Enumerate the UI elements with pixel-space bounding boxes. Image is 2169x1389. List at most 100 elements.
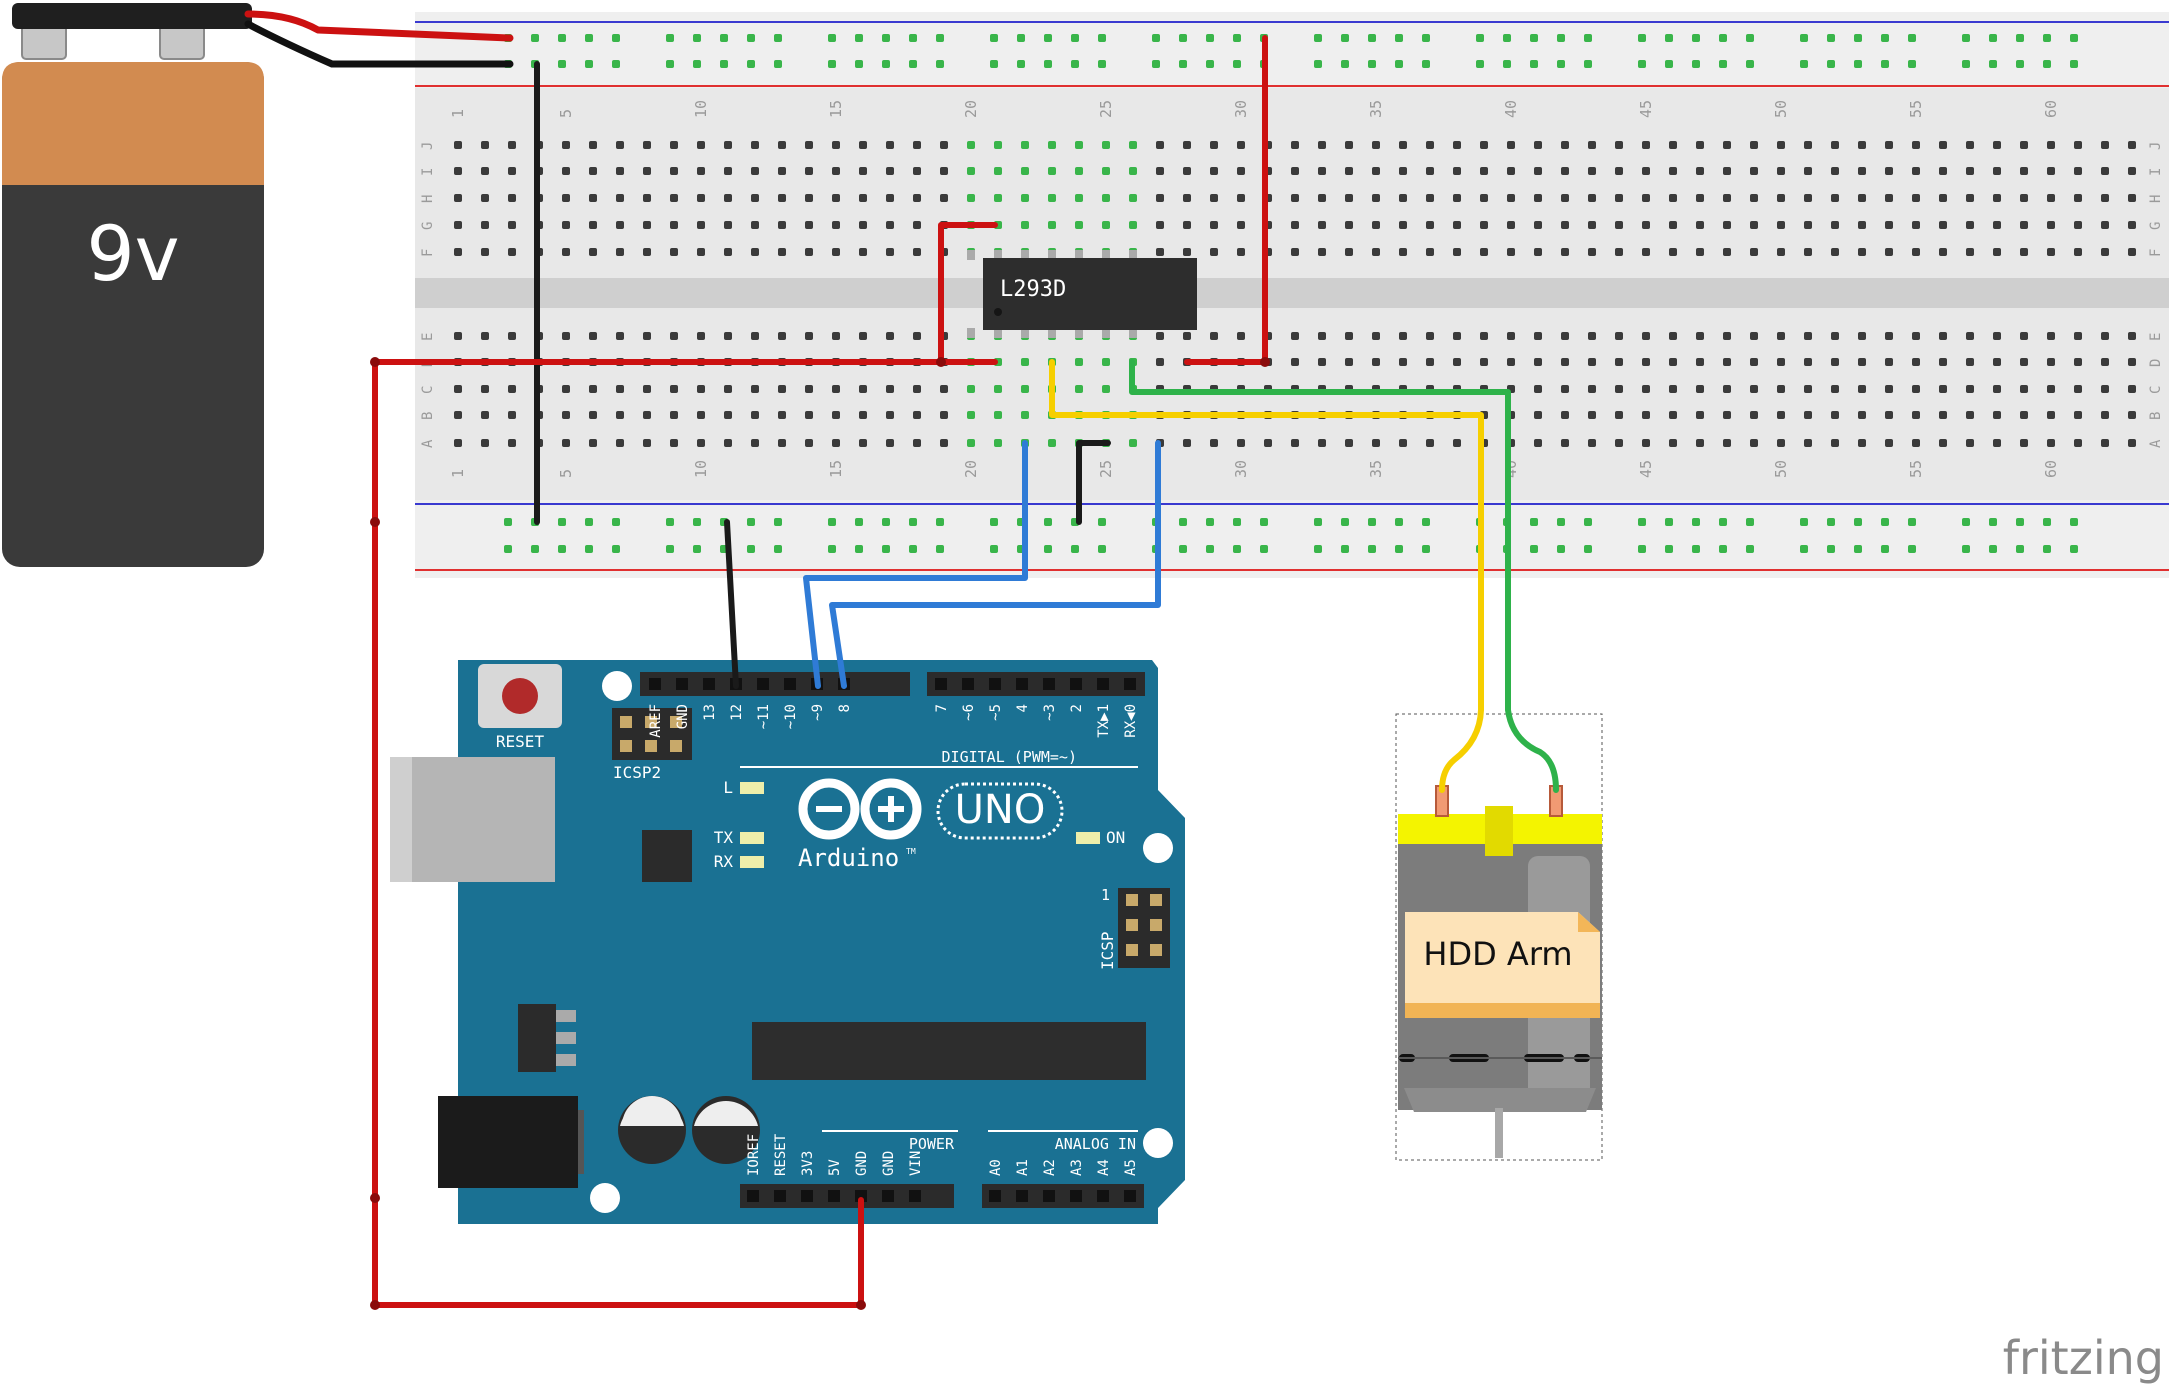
breadboard-hole [616, 332, 624, 340]
breadboard-hole [643, 194, 651, 202]
motor-bottom-cap [1404, 1088, 1596, 1112]
breadboard-hole [1237, 141, 1245, 149]
breadboard-hole [1912, 167, 1920, 175]
breadboard-hole [1831, 439, 1839, 447]
rail-hole [1557, 34, 1565, 42]
wire-red-5v-from-arduino [372, 359, 864, 1308]
breadboard-hole [1750, 332, 1758, 340]
led-indicators: L TX RX ON [714, 778, 1126, 871]
breadboard-row-letter: F [420, 249, 436, 257]
breadboard-hole [1831, 167, 1839, 175]
icsp-pin [1150, 944, 1162, 956]
breadboard-hole [454, 221, 462, 229]
breadboard-hole [1426, 141, 1434, 149]
breadboard-column-numbers: 1155101015152020252530303535404045455050… [449, 100, 2060, 478]
breadboard-column-number: 55 [1907, 460, 1925, 478]
breadboard-hole [697, 194, 705, 202]
rail-hole [1746, 545, 1754, 553]
breadboard-hole [1723, 221, 1731, 229]
rail-hole [1530, 545, 1538, 553]
breadboard-hole [508, 167, 516, 175]
breadboard-hole [724, 439, 732, 447]
rail-hole [1665, 518, 1673, 526]
rail-hole [1395, 60, 1403, 68]
breadboard-hole [589, 194, 597, 202]
breadboard-hole [1750, 221, 1758, 229]
breadboard-hole [1777, 141, 1785, 149]
breadboard-hole [1075, 385, 1083, 393]
breadboard-row-letter: C [420, 386, 436, 394]
icsp-pin [1126, 919, 1138, 931]
rail-hole [612, 518, 620, 526]
breadboard-hole [1129, 439, 1137, 447]
breadboard-hole [643, 167, 651, 175]
rail-hole [693, 518, 701, 526]
breadboard-hole [1723, 332, 1731, 340]
breadboard-hole [1993, 167, 2001, 175]
digital-left-socket [703, 678, 715, 690]
breadboard-hole [2128, 221, 2136, 229]
breadboard-hole [1858, 167, 1866, 175]
bottom-power-rail [415, 500, 2169, 578]
breadboard-hole [643, 411, 651, 419]
power-socket [747, 1190, 759, 1202]
breadboard-hole [2128, 141, 2136, 149]
digital-label: DIGITAL (PWM=~) [942, 748, 1077, 766]
digital-right-socket [989, 678, 1001, 690]
breadboard-column-number: 60 [2042, 100, 2060, 118]
breadboard-hole [1723, 167, 1731, 175]
breadboard-hole [2074, 194, 2082, 202]
breadboard-hole [967, 385, 975, 393]
analog-pin-label: A4 [1096, 1159, 1112, 1176]
breadboard-hole [1156, 221, 1164, 229]
rail-hole [1962, 545, 1970, 553]
breadboard-hole [940, 385, 948, 393]
breadboard-hole [2020, 385, 2028, 393]
rail-hole [774, 518, 782, 526]
rail-hole [747, 545, 755, 553]
breadboard-hole [1831, 221, 1839, 229]
breadboard-hole [1561, 167, 1569, 175]
breadboard-hole [1480, 332, 1488, 340]
breadboard-hole [1750, 141, 1758, 149]
rail-hole [2016, 545, 2024, 553]
rail-hole [1044, 60, 1052, 68]
breadboard-hole [1993, 221, 2001, 229]
rail-hole [1422, 545, 1430, 553]
breadboard-row-letter: J [2148, 142, 2164, 150]
breadboard-hole [1750, 358, 1758, 366]
rail-hole [1827, 34, 1835, 42]
breadboard-hole [805, 141, 813, 149]
arduino-board [458, 660, 1185, 1224]
breadboard-hole [643, 141, 651, 149]
rail-hole [1260, 518, 1268, 526]
breadboard-hole [886, 194, 894, 202]
breadboard-hole [1102, 141, 1110, 149]
rail-hole [936, 518, 944, 526]
ic-leg [1129, 250, 1137, 260]
motor-shaft [1495, 1108, 1503, 1158]
breadboard-hole [2101, 167, 2109, 175]
dc-power-jack [438, 1096, 578, 1188]
breadboard-hole [832, 411, 840, 419]
breadboard-hole [670, 221, 678, 229]
rail-hole [1341, 34, 1349, 42]
rail-hole [1584, 60, 1592, 68]
ic-leg [1102, 328, 1110, 338]
breadboard-hole [1831, 385, 1839, 393]
rail-hole [828, 34, 836, 42]
breadboard-hole [1156, 141, 1164, 149]
breadboard-hole [1507, 141, 1515, 149]
rail-hole [1503, 60, 1511, 68]
breadboard-hole [1642, 221, 1650, 229]
rail-hole [747, 34, 755, 42]
breadboard-hole [1210, 221, 1218, 229]
breadboard-hole [967, 411, 975, 419]
breadboard-hole [913, 141, 921, 149]
breadboard-row-letter: A [2148, 439, 2164, 448]
breadboard-hole [967, 141, 975, 149]
rail-hole [531, 34, 539, 42]
power-socket [801, 1190, 813, 1202]
breadboard-hole [508, 439, 516, 447]
rail-hole [1098, 545, 1106, 553]
